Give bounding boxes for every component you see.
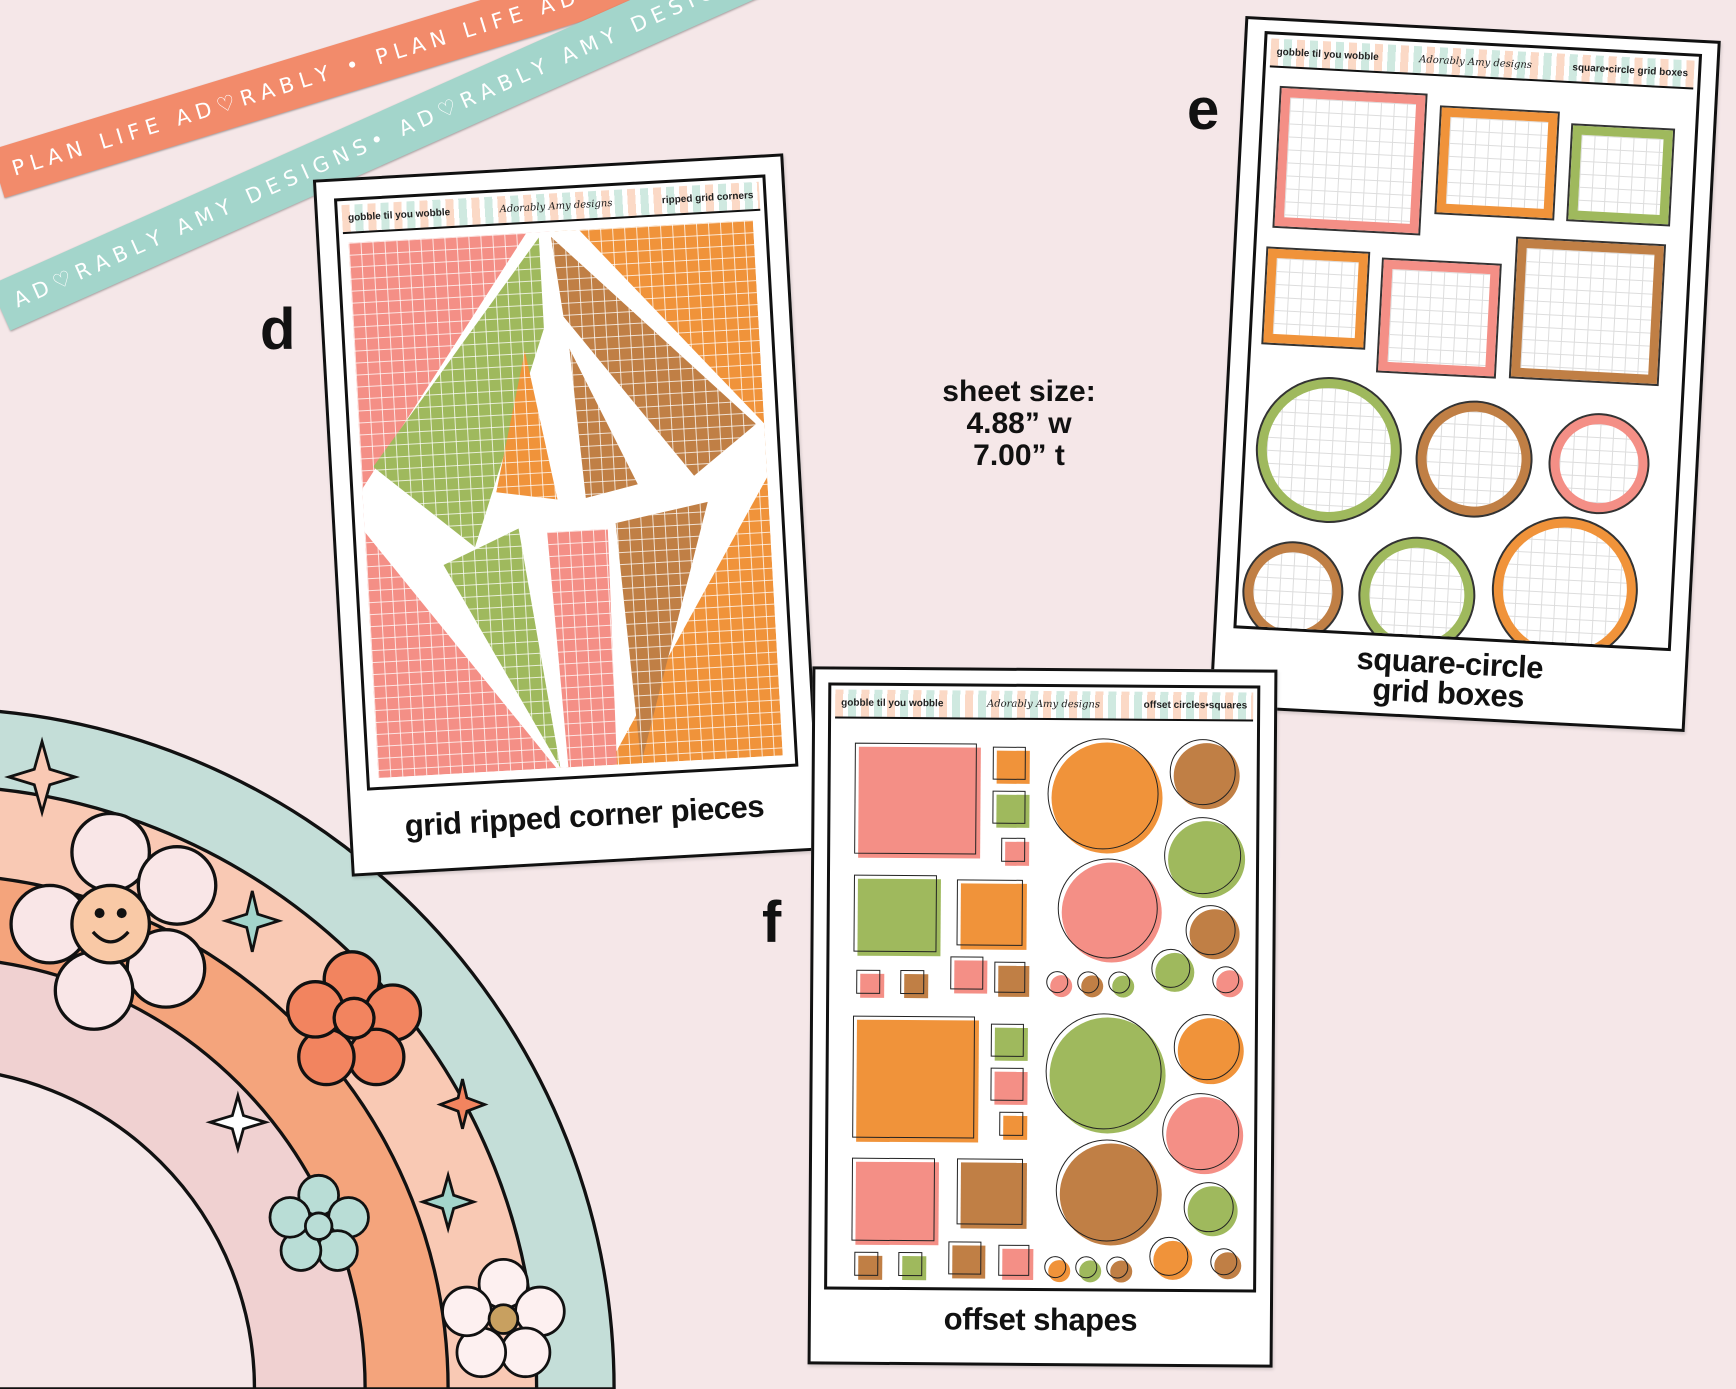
sheet-d-stickers: gobble til you wobble Adorably Amy desig…: [333, 174, 799, 791]
sheet-letter-f: f: [762, 890, 782, 955]
collection-name: gobble til you wobble: [347, 207, 451, 224]
offset-square-sticker: [960, 883, 1027, 950]
collection-name: gobble til you wobble: [1276, 46, 1379, 64]
sheet-size-height: 7.00” t: [973, 439, 1065, 472]
offset-square-sticker: [1005, 841, 1030, 866]
collection-name: gobble til you wobble: [841, 697, 944, 710]
sparkle-star-icon: [436, 1078, 489, 1130]
offset-circle-sticker: [1216, 970, 1244, 998]
sparkle-star-icon: [4, 736, 80, 818]
offset-square-sticker: [994, 1027, 1028, 1061]
sheet-f-stickers: gobble til you wobble Adorably Amy desig…: [824, 682, 1261, 1293]
offset-square-sticker: [994, 1071, 1028, 1105]
offset-circle-sticker: [1059, 1143, 1163, 1246]
grid-square-frame: [1274, 88, 1426, 234]
offset-circle-sticker: [1081, 975, 1104, 998]
offset-circle-sticker: [1165, 1096, 1244, 1175]
offset-square-sticker: [996, 794, 1030, 828]
grid-circle-frame: [1357, 535, 1477, 652]
offset-circle-sticker: [1177, 1017, 1244, 1085]
offset-square-sticker: [998, 965, 1030, 997]
grid-circle-frame: [1548, 412, 1650, 515]
sparkle-star-icon: [418, 1170, 478, 1234]
brand-logo: Adorably Amy designs: [1418, 54, 1533, 72]
offset-square-sticker: [857, 878, 941, 957]
teal-flower-icon: [268, 1173, 370, 1272]
offset-circle-sticker: [1049, 1017, 1166, 1134]
grid-square-frame: [1510, 238, 1664, 385]
offset-circle-sticker: [1061, 862, 1163, 963]
grid-square-frame: [1263, 248, 1369, 348]
sheet-letter-e: e: [1187, 77, 1220, 142]
offset-circle-sticker: [1050, 975, 1073, 998]
white-flower-icon: [441, 1258, 566, 1379]
sticker-sheet-f: gobble til you wobble Adorably Amy desig…: [807, 666, 1278, 1368]
offset-square-sticker: [954, 960, 988, 994]
rainbow-inner: [0, 1073, 257, 1389]
sheet-size-label: sheet size:: [942, 375, 1096, 408]
offset-square-sticker: [856, 1019, 979, 1143]
offset-square-sticker: [858, 1255, 883, 1280]
offset-square-sticker: [904, 974, 929, 999]
offset-square-sticker: [996, 750, 1030, 784]
grid-square-frame: [1378, 259, 1500, 377]
offset-square-sticker: [960, 1162, 1027, 1229]
sheet-e-caption: square-circle grid boxes: [1213, 636, 1685, 721]
brand-logo: Adorably Amy designs: [499, 198, 613, 216]
offset-circle-sticker: [1187, 1186, 1238, 1237]
rainbow-illustration: [0, 710, 616, 1389]
offset-circle-sticker: [1051, 742, 1163, 854]
offset-circle-sticker: [1112, 975, 1135, 998]
offset-circle-sticker: [1189, 909, 1240, 960]
grid-circle-frame: [1254, 375, 1404, 525]
offset-circle-sticker: [1214, 1252, 1242, 1280]
sheet-title: square•circle grid boxes: [1572, 62, 1689, 80]
sheet-letter-d: d: [260, 297, 296, 362]
offset-circle-sticker: [1155, 952, 1195, 993]
offset-square-sticker: [902, 1256, 927, 1281]
sheet-header: gobble til you wobble Adorably Amy desig…: [835, 689, 1254, 722]
brand-logo: Adorably Amy designs: [986, 698, 1101, 711]
grid-circle-frame: [1241, 540, 1344, 643]
grid-square-frame: [1568, 125, 1674, 225]
grid-circle-frame: [1414, 399, 1534, 519]
offset-circle-sticker: [1173, 742, 1240, 810]
offset-square-sticker: [858, 746, 981, 859]
sheet-d-caption: grid ripped corner pieces: [403, 788, 765, 844]
offset-circle-sticker: [1167, 820, 1246, 899]
smiley-flower-icon: [9, 811, 218, 1031]
sheet-size-width: 4.88” w: [966, 407, 1072, 440]
sticker-sheet-e: gobble til you wobble Adorably Amy desig…: [1209, 16, 1721, 732]
offset-square-sticker: [855, 1161, 939, 1246]
offset-circle-sticker: [1110, 1260, 1133, 1283]
offset-square-sticker: [1003, 1115, 1028, 1140]
sheet-size-text: sheet size: 4.88” w 7.00” t: [919, 376, 1119, 472]
sheet-f-caption: offset shapes: [943, 1301, 1138, 1338]
sparkle-star-icon: [205, 1090, 271, 1154]
grid-square-frame: [1436, 107, 1558, 219]
offset-circle-sticker: [1079, 1260, 1102, 1283]
sheet-title: ripped grid corners: [661, 190, 754, 207]
sparkle-star-icon: [221, 890, 284, 953]
offset-circle-sticker: [1048, 1260, 1071, 1283]
orange-flower-icon: [286, 950, 423, 1087]
offset-circle-sticker: [1153, 1240, 1193, 1281]
sheet-title: offset circles•squares: [1143, 699, 1248, 712]
offset-square-sticker: [952, 1245, 986, 1279]
grid-circle-frame: [1490, 514, 1640, 652]
sheet-e-stickers: gobble til you wobble Adorably Amy desig…: [1233, 31, 1703, 652]
offset-square-sticker: [1002, 1248, 1034, 1280]
offset-square-sticker: [860, 973, 885, 998]
sticker-sheet-d: gobble til you wobble Adorably Amy desig…: [312, 153, 823, 877]
